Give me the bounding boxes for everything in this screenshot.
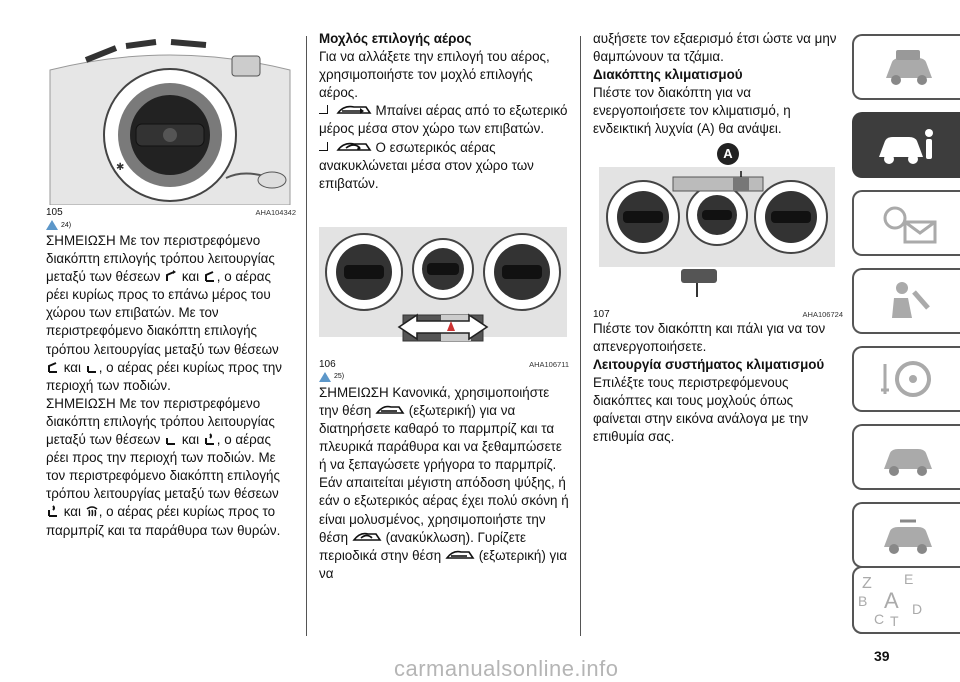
ac-operation-paragraph: Επιλέξτε τους περιστρεφόμενους διακόπτες… (593, 374, 809, 445)
figure-105: ✱ (46, 30, 294, 205)
figure-reference: AHA104342 (255, 208, 296, 217)
note-paragraph-2: ΣΗΜΕΙΩΣΗ Με τον περιστρεφόμενο διακόπτη … (46, 395, 281, 538)
note-reference: 24) (46, 220, 296, 230)
figure-number: 106 (319, 358, 336, 370)
warning-triangle-icon (46, 220, 58, 230)
svg-text:D: D (912, 601, 922, 617)
steering-key-icon (881, 361, 931, 397)
watermark-text: carmanualsonline.info (394, 656, 619, 681)
figure-number: 105 (46, 207, 63, 218)
intro-paragraph: Για να αλλάξετε την επιλογή του αέρος, χ… (319, 49, 550, 101)
car-info-icon (879, 129, 933, 164)
column-divider (306, 36, 307, 636)
continued-text: αυξήσετε τον εξαερισμό έτσι ώστε να μην … (593, 31, 837, 65)
tab-driving[interactable] (852, 346, 960, 412)
air-lever-illustration (319, 206, 567, 357)
defrost-icon (86, 506, 98, 517)
svg-text:E: E (904, 571, 913, 587)
figure-number: 107 (593, 308, 610, 320)
svg-text:C: C (874, 611, 884, 627)
recirculation-item: Ο εσωτερικός αέρας ανακυκλώνεται μέσα στ… (319, 139, 534, 191)
warning-light-mail-icon (883, 206, 937, 244)
ac-switch-illustration (593, 146, 841, 307)
figure-106 (319, 206, 567, 357)
page-number: 39 (874, 648, 890, 664)
tab-warning-lights[interactable] (852, 190, 960, 256)
note-paragraph: ΣΗΜΕΙΩΣΗ Κανονικά, χρησιμοποιήστε την θέ… (319, 384, 569, 581)
section-heading: Μοχλός επιλογής αέρος (319, 31, 472, 46)
recirculation-icon (352, 532, 382, 541)
foot-defrost-mode-icon (48, 505, 57, 518)
tab-index[interactable]: Z E B A D C T (852, 566, 960, 634)
svg-text:T: T (890, 613, 899, 628)
ac-off-paragraph: Πιέστε τον διακόπτη και πάλι για να τον … (593, 320, 826, 354)
warning-triangle-icon (319, 371, 331, 382)
climate-knob-illustration: ✱ (46, 30, 294, 205)
note-paragraph-1: ΣΗΜΕΙΩΣΗ Με τον περιστρεφόμενο διακόπτη … (46, 233, 282, 393)
fresh-air-item: Μπαίνει αέρας από το εξωτερικό μέρος μέσ… (319, 103, 568, 137)
car-dashboard-icon (886, 50, 932, 85)
tab-safety[interactable] (852, 268, 960, 334)
figure-107-caption: 107 AHA106724 (593, 309, 843, 320)
column-2: Μοχλός επιλογής αέρος Για να αλλάξετε τη… (319, 30, 569, 583)
bullet-arrow-icon (319, 105, 328, 115)
tab-maintenance[interactable] (852, 502, 960, 568)
figure-105-caption: 105 AHA104342 (46, 207, 296, 218)
figure-106-caption: 106 AHA106711 (319, 359, 569, 370)
bilevel-mode-icon (204, 271, 214, 283)
fresh-air-icon (445, 550, 475, 559)
bullet-arrow-icon (319, 141, 328, 151)
svg-text:Z: Z (862, 575, 872, 592)
car-wrench-icon (884, 519, 932, 554)
note-reference: 25) (319, 371, 569, 382)
airbag-seat-icon (892, 282, 930, 318)
column-3: αυξήσετε τον εξαερισμό έτσι ώστε να μην … (593, 30, 843, 446)
fresh-air-icon (375, 405, 405, 414)
svg-text:B: B (858, 593, 867, 609)
alphabet-index-icon: Z E B A D C T (858, 571, 922, 629)
tab-dashboard[interactable] (852, 34, 960, 100)
foot-mode-icon (86, 365, 96, 373)
foot-mode-icon (166, 438, 176, 446)
figure-107: A (593, 142, 841, 307)
recirculation-icon (336, 142, 372, 151)
svg-text:✱: ✱ (116, 162, 124, 173)
ac-switch-paragraph: Πιέστε τον διακόπτη για να ενεργοποιήσετ… (593, 85, 791, 137)
figure-reference: AHA106711 (529, 359, 569, 369)
ac-switch-heading: Διακόπτης κλιματισμού (593, 67, 743, 83)
svg-text:A: A (884, 588, 899, 613)
indicator-label-a: A (717, 142, 739, 165)
tab-car-info[interactable] (852, 112, 960, 178)
fresh-air-icon (336, 106, 372, 115)
face-vent-mode-icon (166, 270, 177, 282)
column-1: ✱ 105 AHA104342 24) ΣΗΜΕΙΩΣΗ Με τον περι… (46, 30, 296, 540)
ac-operation-heading: Λειτουργία συστήματος κλιματισμού (593, 356, 825, 372)
car-tools-icon (884, 449, 932, 476)
bilevel-mode-icon (48, 361, 57, 373)
column-divider (580, 36, 581, 636)
tab-emergency[interactable] (852, 424, 960, 490)
figure-reference: AHA106724 (802, 309, 843, 319)
foot-defrost-mode-icon (204, 433, 214, 446)
